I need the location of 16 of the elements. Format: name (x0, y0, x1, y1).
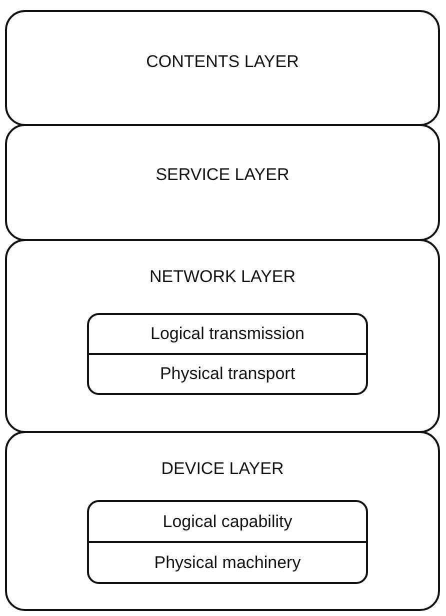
sublayer-box (87, 313, 368, 355)
layer-label: Logical capability (162, 512, 294, 532)
layer-label: NETWORK LAYER (148, 267, 297, 287)
layer-label: Physical transport (158, 364, 296, 384)
layer-box (5, 124, 440, 241)
layer-label: DEVICE LAYER (160, 459, 285, 479)
layer-label: Physical machinery (153, 552, 302, 572)
layer-label: CONTENTS LAYER (145, 52, 300, 72)
layer-label: Logical transmission (149, 324, 306, 344)
sublayer-box (87, 500, 368, 543)
layer-box (5, 10, 440, 126)
sublayer-box (87, 541, 368, 584)
layer-box (5, 431, 440, 611)
layer-box (5, 239, 440, 433)
sublayer-box (87, 353, 368, 395)
layer-label: SERVICE LAYER (154, 165, 290, 185)
